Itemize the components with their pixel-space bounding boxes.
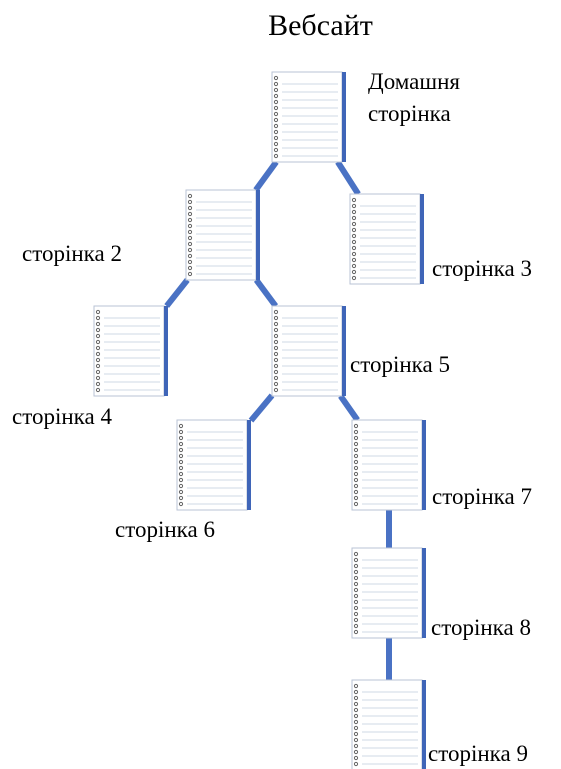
page-label-p8: сторінка 8 <box>431 615 531 640</box>
connector-p5-p6 <box>248 393 275 423</box>
connector-p2-p4 <box>164 278 190 308</box>
connector-home-p3 <box>335 160 361 196</box>
connector-p2-p5 <box>253 278 279 308</box>
page-label-p7: сторінка 7 <box>432 484 532 509</box>
notebook-icon-p7 <box>351 419 427 511</box>
page-label-home: Домашня сторінка <box>368 66 460 130</box>
page-label-p4: сторінка 4 <box>12 404 112 429</box>
page-label-p6: сторінка 6 <box>115 517 215 542</box>
notebook-icon-p9 <box>351 679 427 769</box>
page-label-p3: сторінка 3 <box>432 256 532 281</box>
page-label-line: Домашня <box>368 69 460 94</box>
page-label-p9: сторінка 9 <box>428 741 528 766</box>
diagram-title: Вебсайт <box>268 9 373 42</box>
page-label-p2: сторінка 2 <box>22 241 122 266</box>
connectors <box>164 160 392 680</box>
notebook-icon-p5 <box>271 305 347 397</box>
page-label-line: сторінка <box>368 101 451 126</box>
connector-p5-p7 <box>338 394 360 422</box>
page-nodes <box>93 71 427 769</box>
notebook-icon-p6 <box>176 419 252 511</box>
connector-home-p2 <box>253 160 279 192</box>
notebook-icon-p2 <box>185 189 261 281</box>
notebook-icon-home <box>271 71 347 163</box>
notebook-icon-p3 <box>349 193 425 285</box>
page-label-p5: сторінка 5 <box>350 352 450 377</box>
notebook-icon-p8 <box>351 547 427 639</box>
notebook-icon-p4 <box>93 305 169 397</box>
